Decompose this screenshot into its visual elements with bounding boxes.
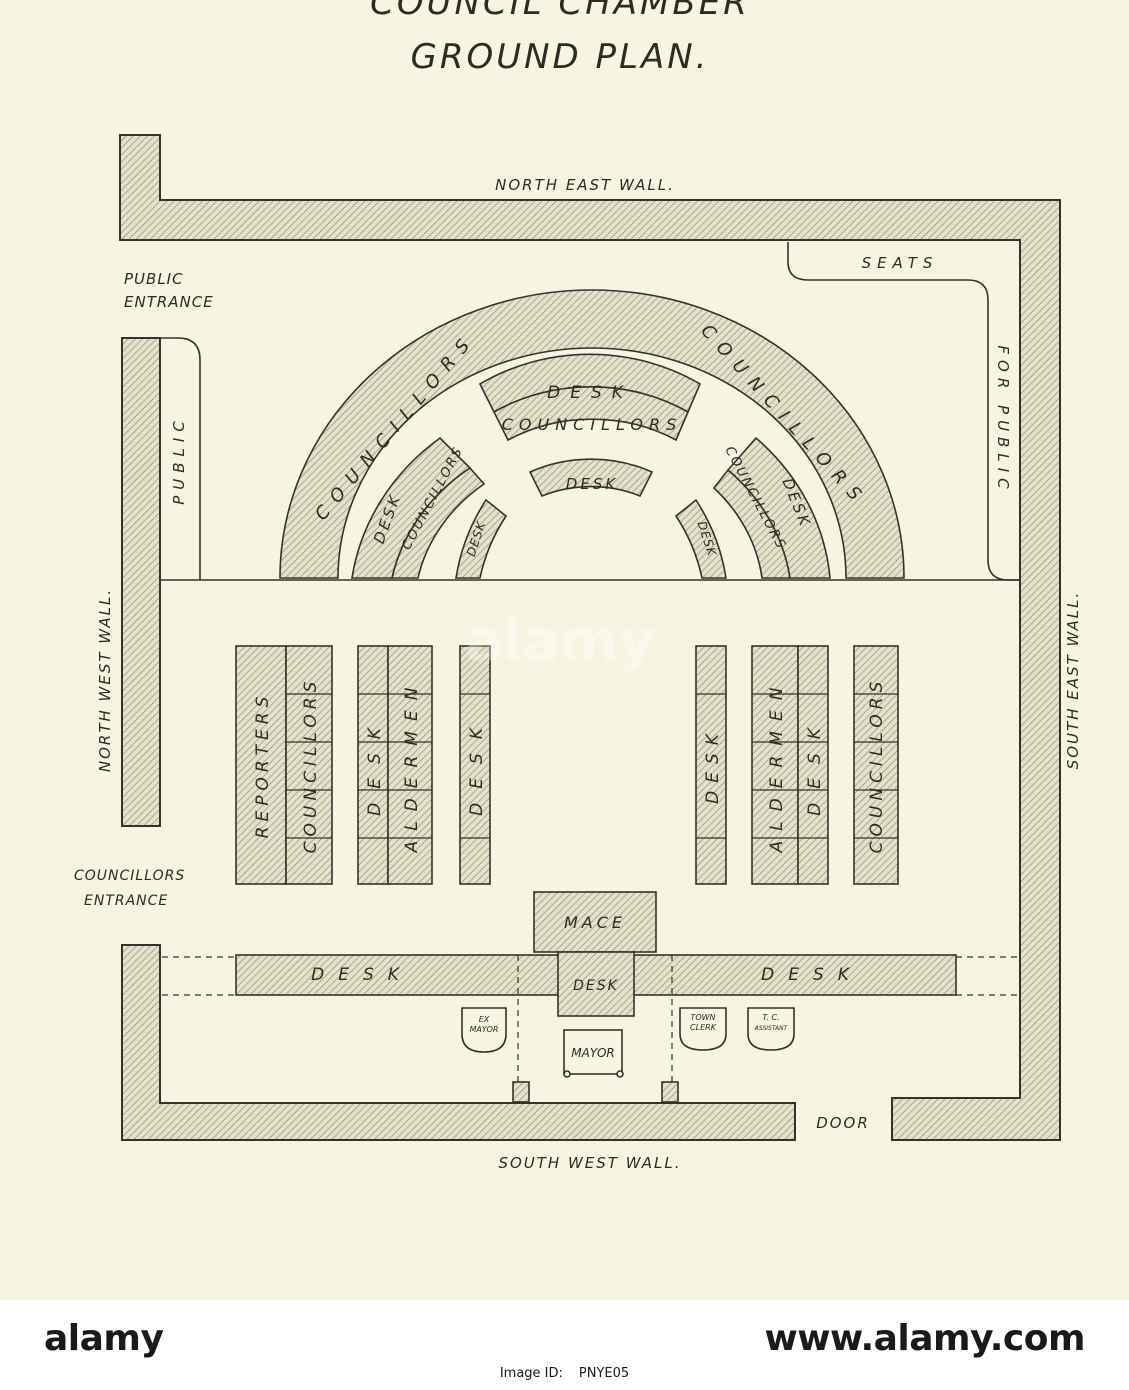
inner-desk-label: DESK [566,475,618,493]
mace-label: MACE [564,913,626,932]
ex-mayor-label-line2: MAYOR [470,1025,499,1034]
tc-assistant-chair [747,1007,795,1051]
right-inner-desk-column [695,645,727,885]
right-councillors-column-label: COUNCILLORS [867,677,887,854]
mace-table [533,891,657,953]
seats-label: SEATS [862,254,939,272]
left-inner-desk-label: DESK [467,714,487,816]
image-id-caption: Image ID: PNYE05 [0,1366,1129,1381]
column-dividers [286,693,898,839]
front-desk-left-label: DESK [311,965,413,985]
right-desk-column-label: DESK [805,714,825,816]
tc-assistant-label-line2: ASSISTANT [754,1025,789,1032]
left-councillors-arc [390,466,486,579]
left-post [512,1081,530,1103]
councillors-entrance-label-line1: COUNCILLORS [74,868,185,884]
north-east-wall [119,134,1061,1141]
public-entrance-label-line1: PUBLIC [124,270,184,288]
reporters-label: REPORTERS [253,692,273,839]
south-west-wall [121,944,796,1141]
small-right-desk [674,498,727,579]
watermark: alamy [465,609,655,674]
left-aldermen-label: ALDERMEN [402,678,422,854]
alamy-logo[interactable]: alamy [44,1318,164,1359]
ex-mayor-chair [461,1007,507,1053]
councillors-entrance-label-line2: ENTRANCE [84,893,168,909]
south-east-wall-label: SOUTH EAST WALL. [1064,591,1082,770]
left-desk-column [357,645,389,885]
front-desk-right-label: DESK [761,965,863,985]
left-councillors-column-label: COUNCILLORS [301,677,321,854]
alamy-site-link[interactable]: www.alamy.com [764,1318,1085,1359]
image-id-label: Image ID: [499,1366,563,1381]
dashed-outline-right [956,956,1018,996]
top-desk-label: DESK [547,383,633,403]
right-desk-column [797,645,829,885]
left-councillors-bench [285,645,333,885]
left-desk-column-label: DESK [365,714,385,816]
outer-councillors-arc [279,289,905,579]
dashed-outline-left [162,956,236,996]
mid-councillors-label: COUNCILLORS [502,415,683,434]
town-clerk-label-line1: TOWN [690,1013,715,1022]
town-clerk-chair [679,1007,727,1051]
ground-plan-drawing: COUNCIL CHAMBER GROUND PLAN. NORTH EAST … [74,0,1082,1172]
front-desk-center-label: DESK [573,978,619,994]
right-desk-arc [726,436,831,579]
small-left-desk [455,498,508,579]
inner-desk-arc [528,458,654,498]
mayor-label: MAYOR [571,1046,614,1060]
right-post [661,1081,679,1103]
ex-mayor-label-line1: EX [479,1015,490,1024]
stock-footer: alamy www.alamy.com Image ID: PNYE05 [0,1300,1129,1390]
tc-assistant-label-line1: T. C. [762,1013,779,1022]
public-label: PUBLIC [170,415,188,505]
north-east-wall-label: NORTH EAST WALL. [495,176,675,194]
mayor-chair [563,1029,623,1075]
image-id-value: PNYE05 [578,1366,630,1381]
left-inner-desk-column [459,645,491,885]
plan-title-line1: COUNCIL CHAMBER [370,0,750,23]
south-west-wall-label: SOUTH WEST WALL. [498,1154,681,1172]
for-public-label: FOR PUBLIC [994,345,1012,494]
reporters-bench [235,645,287,885]
north-west-wall [121,337,161,827]
right-councillors-bench [853,645,899,885]
right-aldermen-label: ALDERMEN [767,678,787,854]
plan-title-line2: GROUND PLAN. [411,37,710,77]
town-clerk-label-line2: CLERK [690,1023,717,1032]
center-desk [557,951,635,1017]
right-aldermen-bench [751,645,799,885]
door-label: DOOR [816,1114,870,1132]
mid-councillors-arc [492,386,690,442]
north-west-wall-label: NORTH WEST WALL. [96,588,114,772]
public-entrance-label-line2: ENTRANCE [124,293,214,311]
right-inner-desk-label: DESK [703,726,723,804]
left-aldermen-bench [387,645,433,885]
public-seating-left [160,337,201,580]
public-seating-right [787,242,1020,581]
